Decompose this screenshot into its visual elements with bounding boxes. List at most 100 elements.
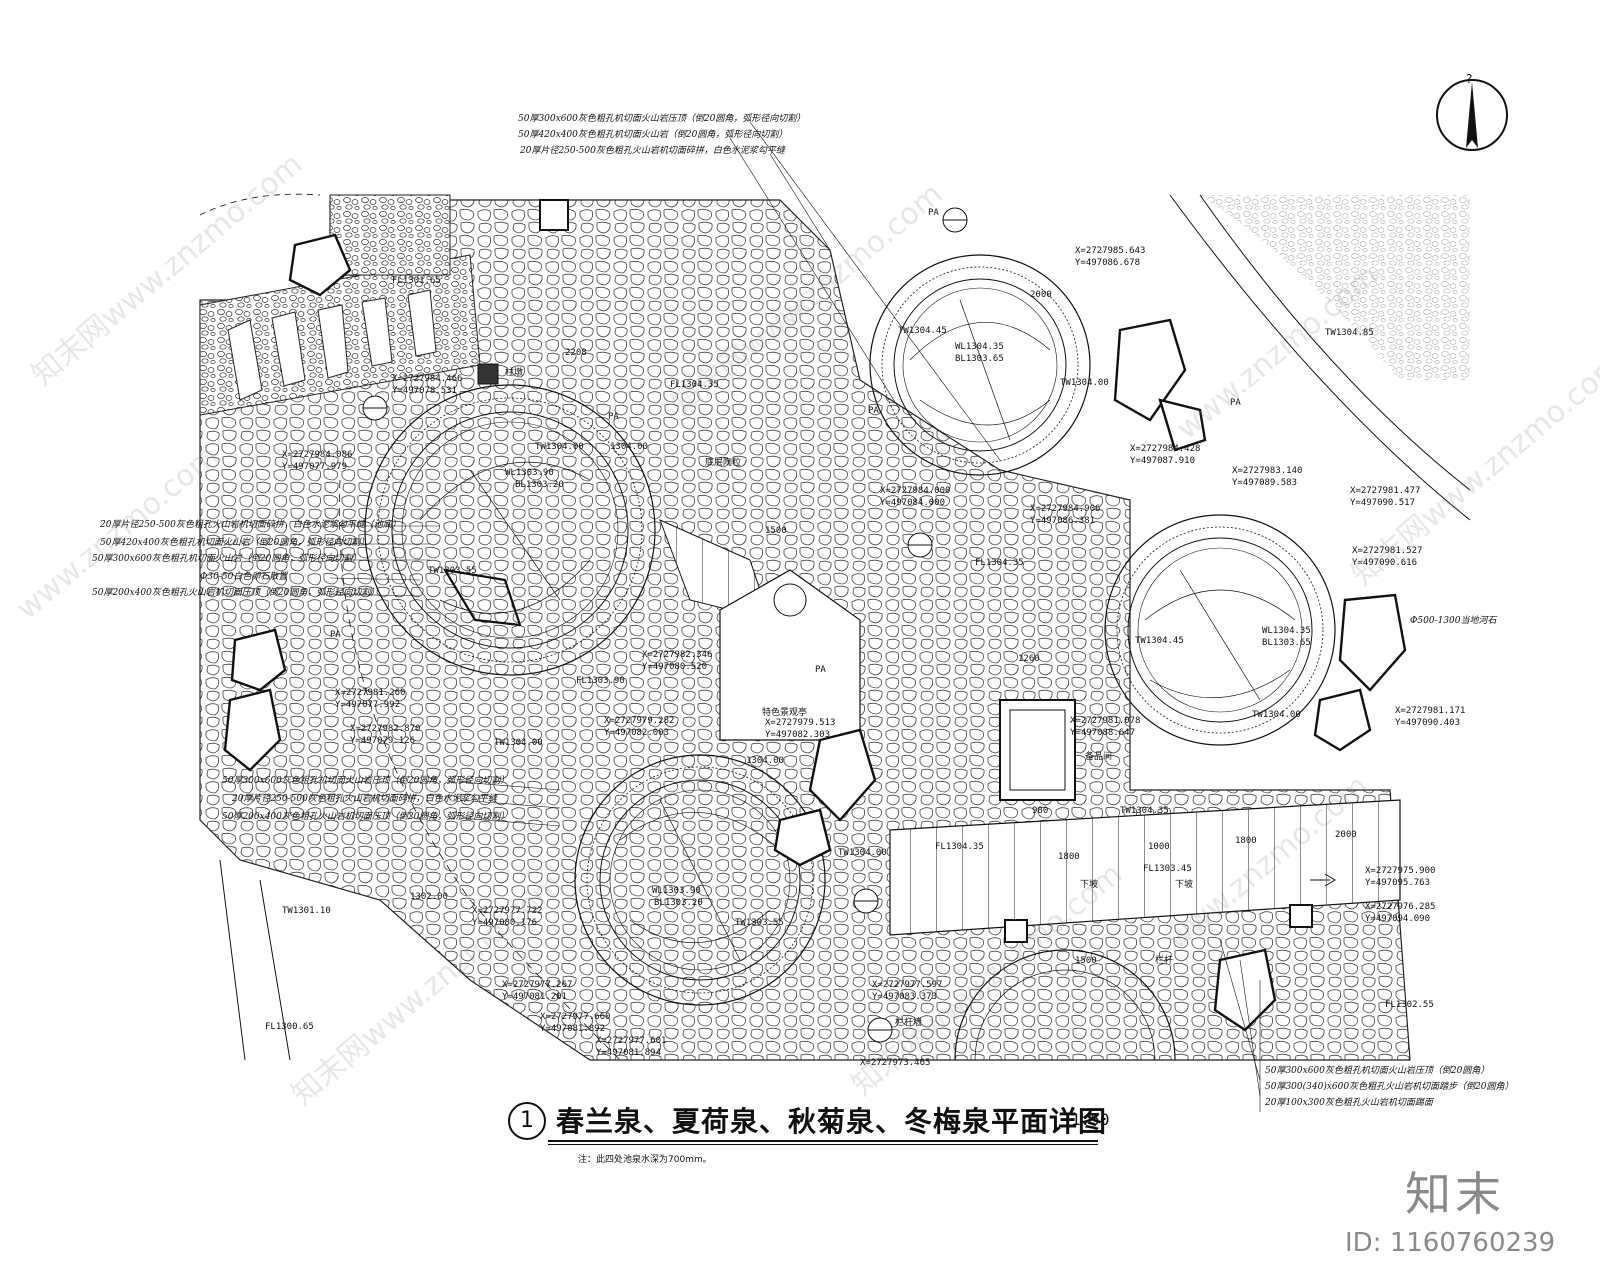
material-note-top-2: 50厚420x400灰色粗孔机切面火山岩（倒20圆角，弧形径向切割）: [518, 130, 788, 140]
fountain-xiahe: [574, 754, 826, 1006]
elevation-tw: TW1304.85: [1325, 328, 1374, 338]
coord: Y=497081.201: [502, 992, 568, 1002]
elevation-tw: TW1303.55: [428, 566, 477, 576]
dimension: 2000: [1030, 290, 1052, 300]
elevation-wl: WL1304.35: [955, 342, 1004, 352]
coord: X=2727979.282: [604, 716, 675, 726]
coord: Y=497095.763: [1365, 878, 1431, 888]
elevation-tw: TW1304.00: [838, 848, 887, 858]
coord: X=2727981.078: [1070, 716, 1141, 726]
elevation-wl: WL1304.35: [1262, 626, 1311, 636]
elevation-wl: WL1303.90: [652, 886, 701, 896]
elevation-fl: FL1300.65: [265, 1022, 314, 1032]
coord: Y=497090.517: [1350, 498, 1416, 508]
coord: X=2727979.513: [765, 718, 836, 728]
dimension: 980: [1032, 806, 1049, 816]
elevation-wl: WL1303.90: [505, 468, 554, 478]
material-note-mid-1: 50厚300x600灰色粗孔机切面火山岩压顶（倒20圆角，弧形径向切割）: [222, 776, 510, 786]
material-note-left-2: 50厚420x400灰色粗孔机切面火山岩（倒20圆角，弧形径向切割）: [100, 538, 370, 548]
label-column: 柱墩: [505, 368, 524, 378]
coord: Y=497088.647: [1070, 728, 1136, 738]
elevation-tw: TW1303.55: [735, 918, 784, 928]
feature-pavilion: [719, 569, 861, 741]
label-down-2: 下坡: [1175, 880, 1194, 890]
coord: X=2727977.597: [872, 980, 943, 990]
drawing-title: 春兰泉、夏荷泉、秋菊泉、冬梅泉平面详图: [556, 1105, 1108, 1138]
rock-note: Φ500-1300当地河石: [1410, 616, 1497, 626]
label-storage: 备品间: [1085, 752, 1113, 762]
river-rocks: [223, 233, 1407, 1032]
image-id: ID: 1160760239: [1345, 1228, 1556, 1258]
coord: X=2727984.466: [392, 374, 463, 384]
lower-circle: [954, 949, 1176, 1061]
dimension: 2208: [565, 348, 587, 358]
brand-logo-text: 知末: [1405, 1167, 1505, 1221]
elevation-tw: TW1304.35: [1120, 806, 1169, 816]
elevation-fl: FL1303.45: [1143, 864, 1192, 874]
material-note-left-5: 50厚200x400灰色粗孔火山岩机切面压顶（倒20圆角，弧形径向切割）: [92, 588, 380, 598]
elevation-tw: TW1304.00: [535, 442, 584, 452]
dimension: 1500: [1075, 956, 1097, 966]
coord: X=2727981.260: [335, 688, 406, 698]
elevation-tw: TW1304.45: [898, 326, 947, 336]
fountain-dongmei: [1104, 514, 1336, 746]
coord: Y=497080.176: [472, 918, 538, 928]
column-pier: [539, 199, 569, 231]
material-note-left-4: Φ30-50白色卵石散置: [200, 572, 288, 582]
coord: Y=497086.678: [1075, 258, 1141, 268]
depth-note: 注：此四处池泉水深为700mm。: [578, 1155, 712, 1165]
coord: X=2727973.465: [860, 1058, 931, 1068]
drawing-scale: 1:50: [1071, 1110, 1110, 1129]
coord: Y=497090.616: [1352, 558, 1418, 568]
drawing-title-block: 1 春兰泉、夏荷泉、秋菊泉、冬梅泉平面详图 1:50: [508, 1096, 1148, 1146]
label-down-1: 下坡: [1080, 880, 1099, 890]
pebble-channel: [329, 194, 451, 276]
coord: X=2727981.527: [1352, 546, 1423, 556]
coord: Y=497090.403: [1395, 718, 1461, 728]
coord: Y=497084.000: [880, 498, 946, 508]
material-note-br-3: 20厚100x300灰色粗孔火山岩机切面踢面: [1265, 1098, 1433, 1108]
label-pa: PA: [1230, 398, 1241, 408]
coord: X=2727977.601: [596, 1036, 667, 1046]
coord: Y=497077.992: [335, 700, 401, 710]
dimension: 1500: [765, 526, 787, 536]
elevation-tw: TW1301.10: [282, 906, 331, 916]
coord: Y=497087.910: [1130, 456, 1196, 466]
dimension: 1000: [1148, 842, 1170, 852]
coord: X=2727984.000: [880, 486, 951, 496]
coord: X=2727982.870: [350, 724, 421, 734]
fountain-chunlan: [364, 384, 656, 676]
boundary-curve: [1169, 194, 1471, 521]
coord: X=2727984.086: [282, 450, 353, 460]
coord: Y=497081.892: [540, 1024, 606, 1034]
elevation-fl: FL1304.35: [935, 842, 984, 852]
coord: X=2727975.900: [1365, 866, 1436, 876]
coord: X=2727981.171: [1395, 706, 1466, 716]
elevation-fl: FL1301.65: [392, 276, 441, 286]
elevation-bl: BL1303.65: [1262, 638, 1311, 648]
coord: Y=497082.003: [604, 728, 670, 738]
coord: Y=497079.126: [350, 736, 416, 746]
coord: Y=497094.090: [1365, 914, 1431, 924]
coord: Y=497082.303: [765, 730, 831, 740]
storage-room: [999, 699, 1076, 801]
label-pa: PA: [928, 208, 939, 218]
label-pa: PA: [868, 406, 879, 416]
section-marker: [362, 207, 968, 1043]
material-note-br-1: 50厚300x600灰色粗孔机切面火山岩压顶（倒20圆角）: [1265, 1066, 1490, 1076]
coord: Y=497081.894: [596, 1048, 662, 1058]
dimension: 1800: [1235, 836, 1257, 846]
fountain-qiuju: [869, 254, 1091, 476]
coord: X=2727984.906: [1030, 504, 1101, 514]
label-pa: PA: [815, 665, 826, 675]
coord: Y=497078.531: [392, 386, 458, 396]
coord: X=2727982.346: [642, 650, 713, 660]
elevation-bl: BL1303.20: [515, 480, 564, 490]
north-label: ?: [1466, 72, 1473, 86]
elevation-spot: 1304.00: [746, 756, 784, 766]
label-pavilion: 特色景观亭: [762, 708, 808, 718]
elevation-tw: TW1304.00: [1060, 378, 1109, 388]
title-underline-thin: [548, 1144, 1098, 1145]
material-note-left-3: 50厚300x600灰色粗孔机切面火山岩（倒20圆角，弧形径向切割）: [92, 554, 362, 564]
